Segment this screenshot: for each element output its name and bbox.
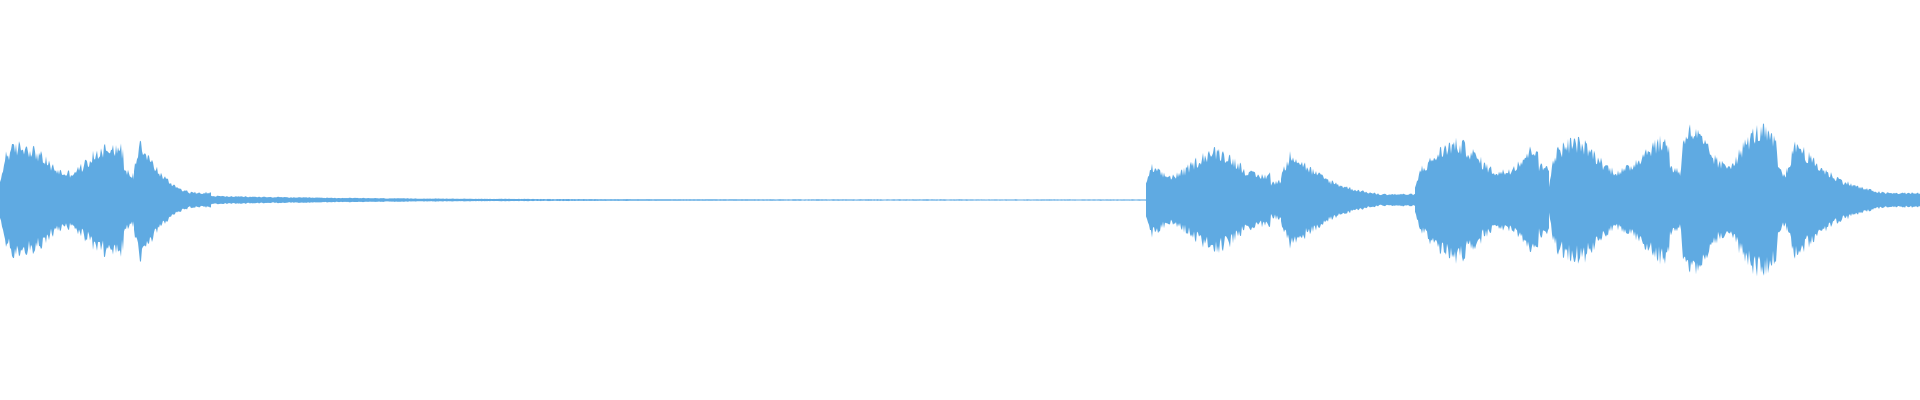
waveform-peaks [0,123,1920,277]
waveform-clip-8 [1786,141,1920,259]
waveform-clip-4 [1281,151,1415,249]
waveform-silence [211,195,1146,205]
waveform-clip-1 [0,141,134,259]
waveform-clip-6 [1549,135,1680,265]
waveform-clip-7 [1680,123,1786,277]
waveform-clip-3 [1146,147,1281,254]
waveform-clip-5 [1415,137,1549,264]
waveform-clip-2 [134,140,211,262]
